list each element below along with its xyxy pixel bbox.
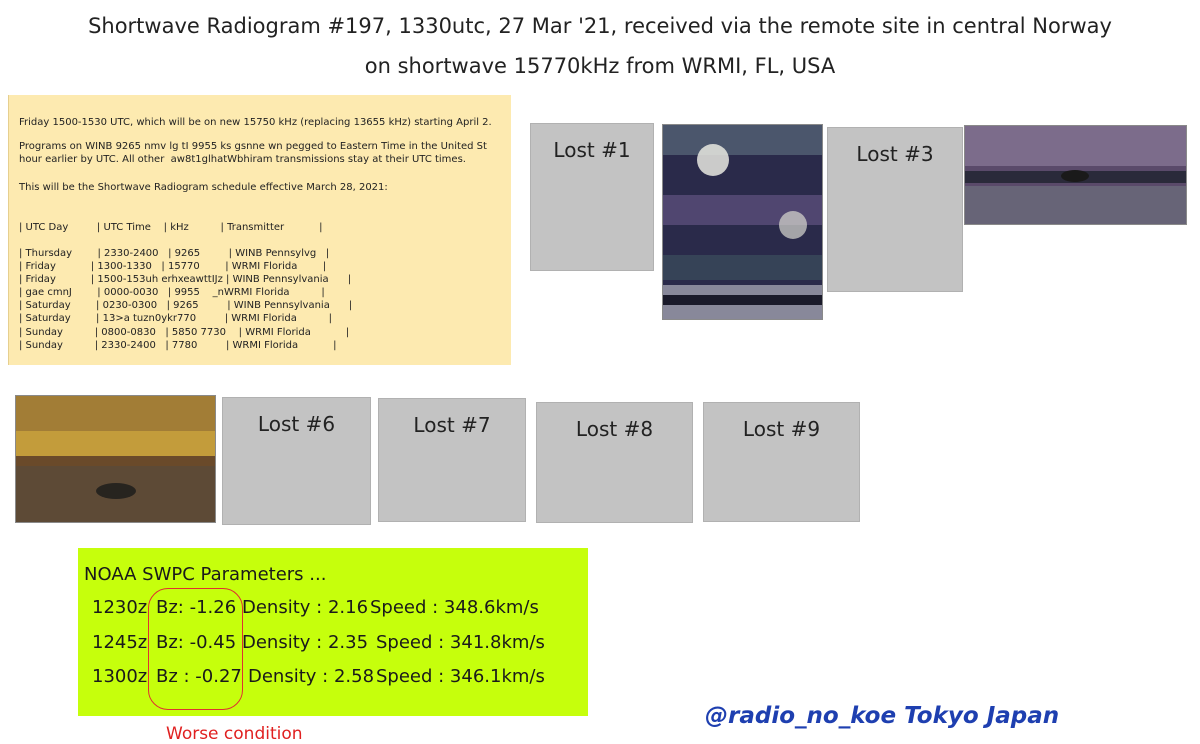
noaa-speed: Speed : 348.6km/s (370, 597, 539, 618)
lost-label: Lost #8 (575, 417, 654, 441)
bz-highlight-oval (148, 588, 243, 710)
noaa-density: Density : 2.35 (242, 632, 369, 653)
noaa-title: NOAA SWPC Parameters ... (84, 564, 327, 585)
schedule-document-image: Friday 1500-1530 UTC, which will be on n… (8, 95, 511, 365)
doc-line: | gae cmnJ | 0000-0030 | 9955 _nWRMI Flo… (19, 287, 325, 298)
lost-label: Lost #6 (257, 412, 336, 436)
noaa-bz: Bz: -0.45 (156, 632, 237, 653)
sstv-image-5 (15, 395, 216, 523)
lost-label: Lost #7 (413, 413, 491, 437)
lost-label: Lost #1 (553, 138, 631, 162)
noaa-time: 1230z (92, 597, 148, 618)
doc-line: | Friday | 1500-153uh erhxeawttIJz | WIN… (19, 274, 352, 285)
doc-line: Programs on WINB 9265 nmv lg tI 9955 ks … (19, 141, 487, 152)
doc-line: | Sunday | 0800-0830 | 5850 7730 | WRMI … (19, 327, 350, 338)
author-handle: @radio_no_koe Tokyo Japan (705, 703, 1060, 729)
lost-image-9: Lost #9 (703, 402, 860, 522)
noaa-bz: Bz : -0.27 (156, 666, 242, 687)
header-line-1: Shortwave Radiogram #197, 1330utc, 27 Ma… (88, 14, 1112, 38)
lost-image-1: Lost #1 (530, 123, 654, 271)
noaa-density: Density : 2.58 (248, 666, 375, 687)
doc-line: This will be the Shortwave Radiogram sch… (19, 182, 388, 193)
lost-image-7: Lost #7 (378, 398, 526, 522)
doc-line: | Sunday | 2330-2400 | 7780 | WRMI Flori… (19, 340, 337, 351)
doc-line: | UTC Day | UTC Time | kHz | Transmitter… (19, 222, 323, 233)
doc-line: | Saturday | 0230-0300 | 9265 | WINB Pen… (19, 300, 353, 311)
worse-condition-annotation: Worse condition (166, 724, 303, 744)
sstv-noise-picture (16, 396, 215, 522)
doc-line: Friday 1500-1530 UTC, which will be on n… (19, 117, 492, 128)
doc-line: | Friday | 1300-1330 | 15770 | WRMI Flor… (19, 261, 327, 272)
lost-image-8: Lost #8 (536, 402, 693, 523)
noaa-swpc-panel: NOAA SWPC Parameters ... 1230z Bz: -1.26… (78, 548, 588, 716)
sstv-noise-picture (663, 125, 822, 319)
lost-label: Lost #9 (742, 417, 821, 441)
sstv-noise-picture (965, 126, 1186, 224)
sstv-image-2 (662, 124, 823, 320)
header-line-2: on shortwave 15770kHz from WRMI, FL, USA (364, 54, 836, 78)
lost-label: Lost #3 (856, 142, 934, 166)
lost-image-3: Lost #3 (827, 127, 963, 292)
noaa-speed: Speed : 341.8km/s (376, 632, 545, 653)
sstv-image-4 (964, 125, 1187, 225)
lost-image-6: Lost #6 (222, 397, 371, 525)
doc-line: | Thursday | 2330-2400 | 9265 | WINB Pen… (19, 248, 330, 259)
noaa-time: 1300z (92, 666, 148, 687)
noaa-speed: Speed : 346.1km/s (376, 666, 545, 687)
doc-line: hour earlier by UTC. All other aw8t1glha… (19, 154, 466, 165)
noaa-time: 1245z (92, 632, 148, 653)
noaa-density: Density : 2.16 (242, 597, 369, 618)
doc-line: | Saturday | 13>a tuzn0ykr770 | WRMI Flo… (19, 313, 333, 324)
